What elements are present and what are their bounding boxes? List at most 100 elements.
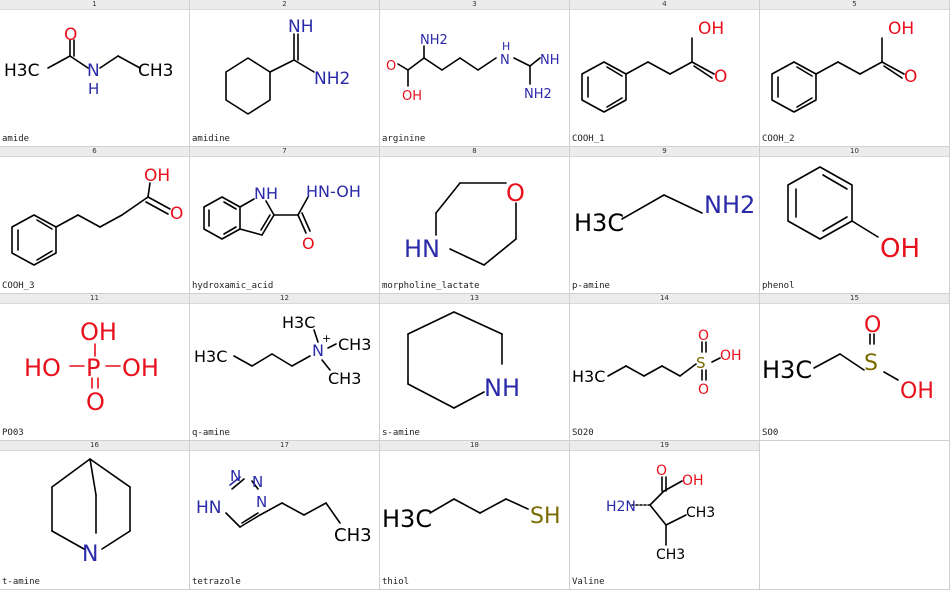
atom-h3c: H3C: [762, 356, 812, 384]
cell-valine: 19 O OH H2N CH3 CH3 Valine: [570, 441, 760, 590]
so0-structure: H3C O S OH: [762, 313, 934, 404]
atom-o: O: [170, 204, 183, 224]
cell-label: amide: [2, 134, 30, 144]
valine-structure: O OH H2N CH3 CH3: [606, 463, 715, 563]
atom-n: N: [87, 61, 100, 81]
atom-n-right: N: [256, 493, 267, 511]
atom-o: O: [64, 25, 77, 45]
cell-t-amine: 16 N t-amine: [0, 441, 190, 590]
atom-s: S: [696, 354, 706, 372]
cell-cooh-1: 4 OH O COOH_1: [570, 0, 760, 147]
atom-nh2-bottom: NH2: [524, 87, 552, 102]
atom-n: N: [312, 341, 324, 360]
cell-label: COOH_2: [762, 134, 795, 144]
atom-h2n: H2N: [606, 499, 636, 515]
atom-hn: HN: [404, 235, 440, 263]
atom-ch3-right: CH3: [338, 335, 371, 354]
cell-morpholine-lactate: 8 O HN morpholine_lactate: [380, 147, 570, 294]
cooh-1-structure: OH O: [581, 19, 727, 113]
atom-h: H: [502, 40, 510, 53]
cell-tetrazole: 17 N N HN N CH3 tetrazole: [190, 441, 380, 590]
atom-p: P: [86, 354, 100, 382]
atom-o: O: [864, 313, 881, 338]
cell-label: thiol: [382, 577, 410, 587]
amide-structure: H3C O N H CH3: [4, 25, 173, 98]
cell-amidine: 2 NH NH2 amidine: [190, 0, 380, 147]
atom-ch3-bottom: CH3: [328, 369, 361, 388]
atom-o-top: O: [698, 328, 709, 344]
cell-hydroxamic-acid: 7 NH HN-OH O hydroxamic_acid: [190, 147, 380, 294]
atom-o: O: [506, 179, 525, 207]
atom-nh2: NH2: [420, 33, 448, 48]
cell-index: 6: [0, 147, 189, 157]
atom-nh-right: NH: [540, 53, 560, 68]
cell-index: 3: [380, 0, 569, 10]
atom-h3c: H3C: [4, 61, 39, 81]
cell-label: COOH_1: [572, 134, 605, 144]
morpholine-structure: O HN: [404, 179, 525, 266]
cell-index: 14: [570, 294, 759, 304]
atom-oh: OH: [144, 166, 170, 186]
cell-index: 5: [760, 0, 949, 10]
atom-charge: +: [322, 332, 331, 345]
cell-label: amidine: [192, 134, 230, 144]
cell-index: 10: [760, 147, 949, 157]
atom-n-top2: N: [252, 473, 263, 491]
atom-hn: HN: [196, 498, 222, 518]
cell-p-amine: 9 H3C NH2 p-amine: [570, 147, 760, 294]
atom-hn-oh: HN-OH: [306, 182, 361, 201]
cell-po03: 11 OH HO P OH O PO03: [0, 294, 190, 441]
cell-empty: [760, 441, 950, 590]
cell-cooh-3: 6 OH O COOH_3: [0, 147, 190, 294]
q-amine-structure: H3C H3C N + CH3 CH3: [194, 313, 371, 388]
cell-arginine: 3 NH2 O OH H N NH NH2 arginine: [380, 0, 570, 147]
tetrazole-structure: N N HN N CH3: [196, 467, 372, 546]
cell-index: 7: [190, 147, 379, 157]
atom-nh2: NH2: [704, 191, 755, 219]
atom-oh: OH: [900, 379, 934, 404]
cell-index: 9: [570, 147, 759, 157]
cell-label: t-amine: [2, 577, 40, 587]
so20-structure: H3C O S OH O: [572, 328, 742, 398]
thiol-structure: H3C SH: [382, 498, 561, 533]
atom-ch3: CH3: [334, 525, 372, 546]
atom-o: O: [86, 388, 105, 416]
atom-n-top1: N: [230, 467, 241, 485]
cell-cooh-2: 5 OH O COOH_2: [760, 0, 950, 147]
cell-label: hydroxamic_acid: [192, 281, 274, 291]
atom-nh: NH: [288, 17, 314, 37]
arginine-structure: NH2 O OH H N NH NH2: [386, 33, 560, 104]
cell-label: morpholine_lactate: [382, 281, 480, 291]
cell-index: 18: [380, 441, 569, 451]
atom-nh: NH: [484, 374, 520, 402]
atom-oh: OH: [880, 234, 920, 264]
cell-index: 2: [190, 0, 379, 10]
p-amine-structure: H3C NH2: [574, 191, 755, 237]
atom-o: O: [302, 234, 315, 253]
cell-label: p-amine: [572, 281, 610, 291]
cell-label: Valine: [572, 577, 605, 587]
atom-oh: OH: [698, 19, 724, 39]
atom-ch3-bottom: CH3: [656, 547, 685, 563]
atom-n: N: [500, 53, 510, 68]
cell-index: 12: [190, 294, 379, 304]
cell-label: SO20: [572, 428, 594, 438]
cell-label: arginine: [382, 134, 426, 144]
cell-label: s-amine: [382, 428, 420, 438]
s-amine-structure: NH: [407, 311, 520, 409]
phenol-structure: OH: [787, 166, 920, 264]
atom-h3c: H3C: [572, 367, 605, 386]
cell-q-amine: 12 H3C H3C N + CH3 CH3 q-amine: [190, 294, 380, 441]
atom-h3c-top: H3C: [282, 313, 315, 332]
cell-index: 13: [380, 294, 569, 304]
atom-o-bottom: O: [698, 382, 709, 398]
atom-oh-top: OH: [80, 318, 117, 346]
cell-index: 16: [0, 441, 189, 451]
cell-phenol: 10 OH phenol: [760, 147, 950, 294]
cell-label: q-amine: [192, 428, 230, 438]
cell-index: 11: [0, 294, 189, 304]
atom-h3c: H3C: [382, 505, 432, 533]
hydroxamic-acid-structure: NH HN-OH O: [203, 182, 361, 253]
atom-n: N: [82, 542, 98, 567]
